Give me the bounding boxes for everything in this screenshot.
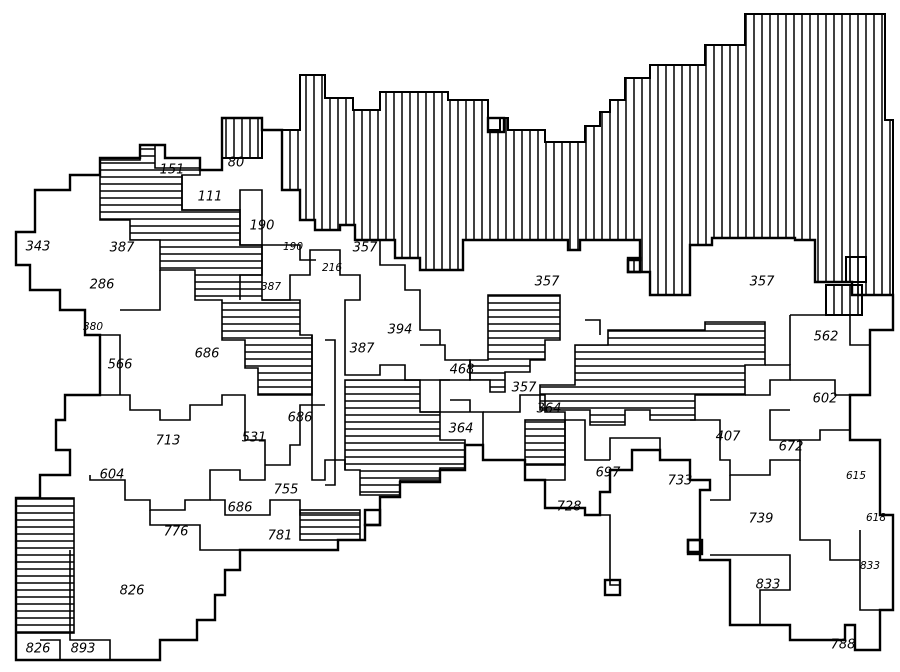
horizontal-hatch-region-right bbox=[539, 321, 766, 426]
region-label: 468 bbox=[450, 363, 475, 378]
region-label: 788 bbox=[831, 638, 856, 653]
region-label: 826 bbox=[26, 642, 51, 657]
horizontal-hatch-region-middle bbox=[469, 294, 561, 393]
region-label: 615 bbox=[846, 470, 866, 482]
region-labels: 151 111 80 343 387 190 190 216 357 357 3… bbox=[26, 156, 887, 657]
region-label: 833 bbox=[860, 560, 880, 572]
region-label: 618 bbox=[866, 512, 886, 524]
region-label: 781 bbox=[268, 529, 293, 544]
region-label: 357 bbox=[535, 275, 561, 290]
region-label: 364 bbox=[537, 402, 562, 417]
region-label: 80 bbox=[228, 156, 245, 171]
region-label: 566 bbox=[108, 358, 133, 373]
region-label: 357 bbox=[750, 275, 776, 290]
region-label: 357 bbox=[512, 381, 538, 396]
vertical-hatch-small-block bbox=[221, 117, 263, 159]
region-label: 531 bbox=[242, 431, 267, 446]
region-label: 562 bbox=[814, 330, 839, 345]
region-label: 190 bbox=[250, 219, 275, 234]
horizontal-hatch-strip bbox=[524, 419, 566, 466]
region-label: 697 bbox=[596, 466, 622, 481]
vertical-hatch-strip-right bbox=[825, 284, 863, 316]
small-square bbox=[686, 538, 704, 556]
region-label: 686 bbox=[195, 347, 220, 362]
region-label: 686 bbox=[288, 411, 313, 426]
region-label: 602 bbox=[813, 392, 838, 407]
region-label: 686 bbox=[228, 501, 253, 516]
horizontal-hatch-region-center bbox=[344, 379, 466, 496]
horizontal-hatch-box-826 bbox=[15, 497, 75, 634]
region-label: 833 bbox=[756, 578, 781, 593]
region-label: 713 bbox=[156, 434, 181, 449]
region-label: 387 bbox=[350, 342, 376, 357]
region-label: 343 bbox=[26, 240, 51, 255]
internal-boundaries bbox=[40, 175, 880, 660]
region-label: 672 bbox=[779, 440, 804, 455]
small-square bbox=[486, 116, 506, 134]
region-label: 387 bbox=[110, 241, 136, 256]
region-label: 387 bbox=[261, 281, 281, 293]
small-square bbox=[603, 578, 622, 597]
region-label: 728 bbox=[557, 500, 582, 515]
region-label: 151 bbox=[160, 163, 185, 178]
region-label: 394 bbox=[388, 323, 413, 338]
region-label: 739 bbox=[749, 512, 774, 527]
region-label: 357 bbox=[353, 241, 379, 256]
region-label: 604 bbox=[100, 468, 125, 483]
small-square bbox=[363, 508, 382, 527]
region-label: 826 bbox=[120, 584, 145, 599]
region-label: 190 bbox=[283, 241, 303, 253]
region-label: 286 bbox=[90, 278, 115, 293]
small-square bbox=[626, 256, 642, 274]
region-label: 893 bbox=[71, 642, 96, 657]
region-label: 776 bbox=[164, 525, 189, 540]
region-label: 216 bbox=[322, 262, 342, 274]
region-label: 407 bbox=[716, 430, 742, 445]
region-label: 111 bbox=[198, 190, 223, 205]
region-label: 755 bbox=[274, 483, 299, 498]
region-label: 733 bbox=[668, 474, 693, 489]
vertical-hatch-small-block-right bbox=[845, 256, 867, 283]
region-label: 364 bbox=[449, 422, 474, 437]
region-label: 380 bbox=[83, 321, 103, 333]
